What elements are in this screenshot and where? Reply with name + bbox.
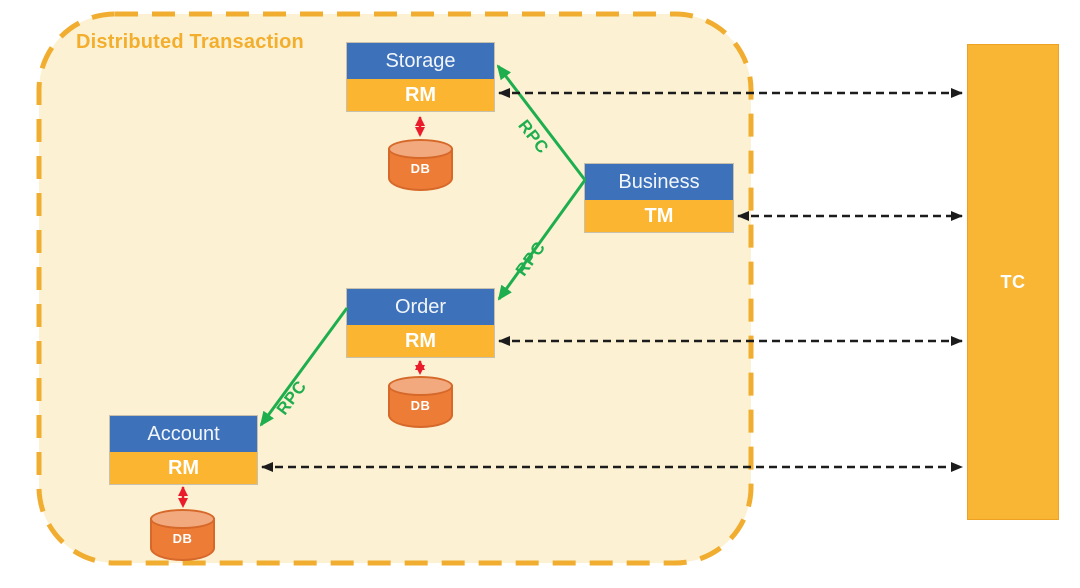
database-order: DB (388, 376, 453, 430)
rpc-label-account: RPC (272, 377, 311, 419)
service-storage-role: RM (347, 79, 494, 111)
db-label: DB (410, 161, 431, 176)
db-label: DB (410, 398, 431, 413)
service-business: Business TM (585, 164, 733, 232)
database-storage: DB (388, 139, 453, 193)
transaction-coordinator: TC (967, 44, 1059, 520)
service-business-role: TM (585, 200, 733, 232)
service-storage-name: Storage (347, 43, 494, 79)
db-cylinder-top (388, 139, 453, 159)
rpc-label-storage: RPC (514, 116, 553, 158)
service-account: Account RM (110, 416, 257, 484)
service-business-name: Business (585, 164, 733, 200)
service-order-role: RM (347, 325, 494, 357)
boundary-title: Distributed Transaction (76, 31, 304, 53)
service-account-name: Account (110, 416, 257, 452)
database-account: DB (150, 509, 215, 563)
db-label: DB (172, 531, 193, 546)
service-order-name: Order (347, 289, 494, 325)
service-storage: Storage RM (347, 43, 494, 111)
service-account-role: RM (110, 452, 257, 484)
db-cylinder-top (150, 509, 215, 529)
service-order: Order RM (347, 289, 494, 357)
rpc-label-order: RPC (511, 237, 550, 280)
db-cylinder-top (388, 376, 453, 396)
tc-label: TC (1000, 271, 1026, 292)
